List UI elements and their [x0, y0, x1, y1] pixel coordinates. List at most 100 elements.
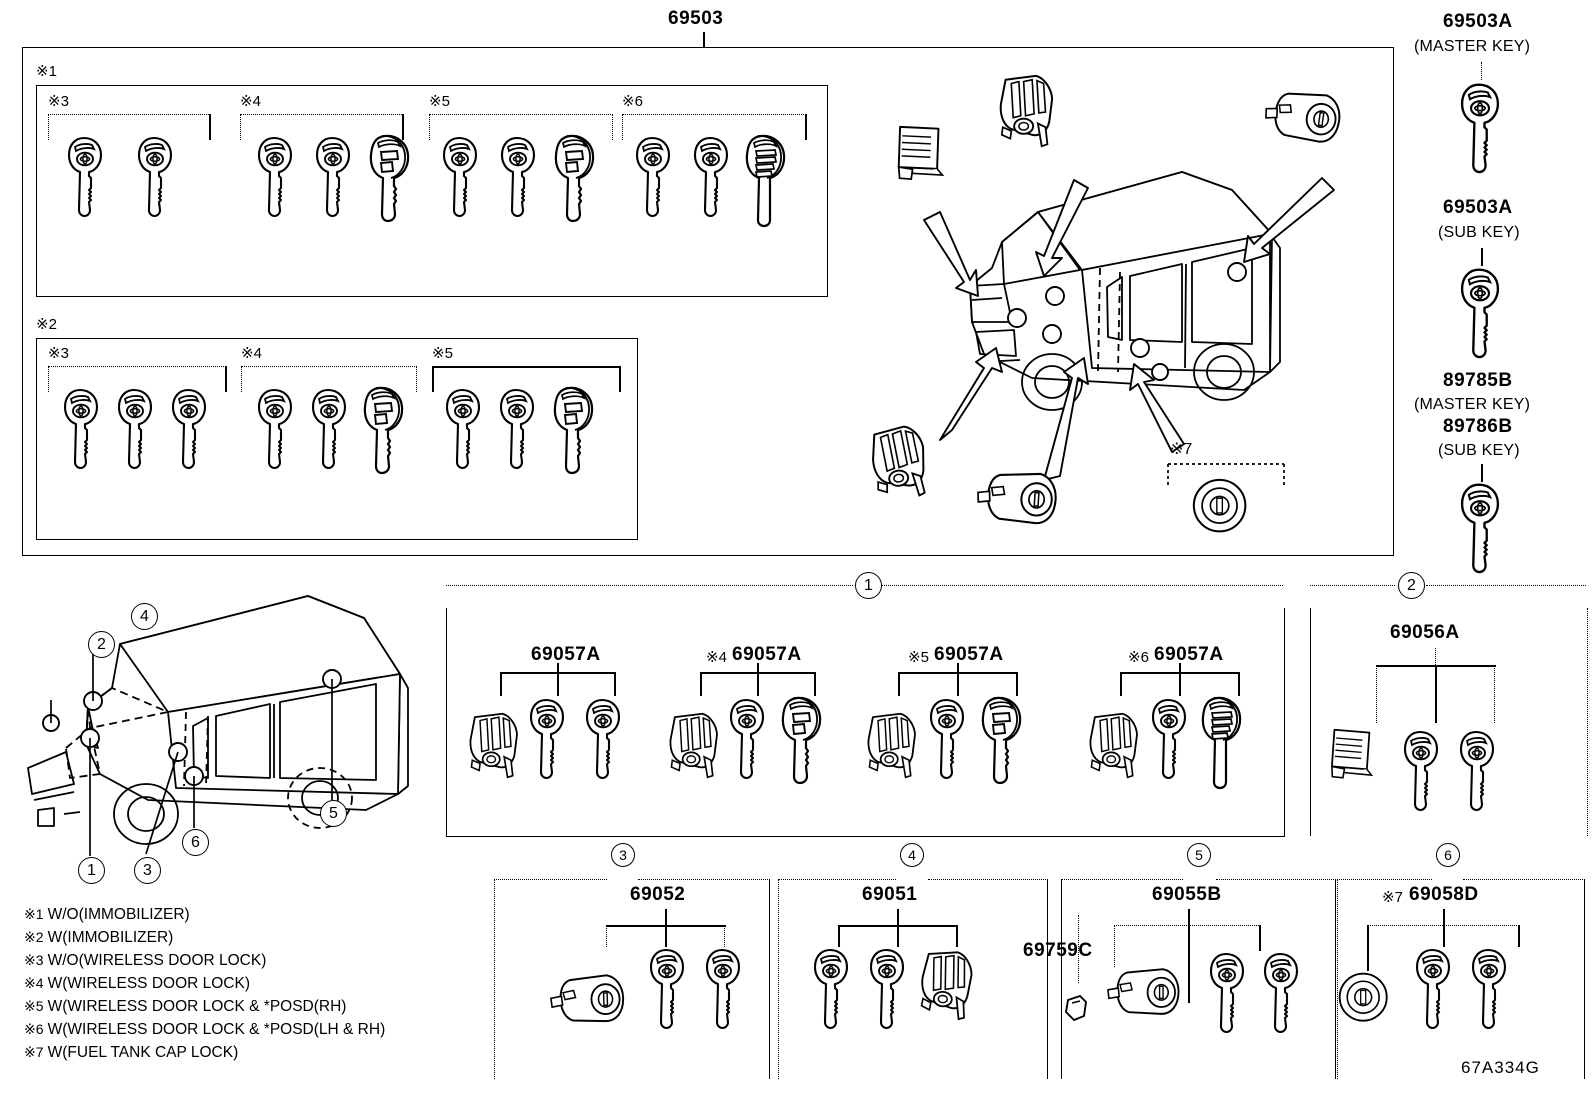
sec6-top-r: [1463, 879, 1583, 880]
right-part-0-desc: (MASTER KEY): [1414, 38, 1531, 55]
mid-items-2: [867, 696, 1022, 785]
section-2-top-rule: [1310, 585, 1395, 586]
bottom-marker-3: ※7: [1382, 889, 1403, 906]
group-marker-1: ※1: [36, 63, 57, 80]
mid-marker-3: ※6: [1128, 649, 1149, 666]
sec3-top-l: [494, 879, 607, 880]
top-box-part-number: 69503: [668, 8, 724, 29]
callout-circle-4: 4: [900, 843, 924, 867]
legend-item: ※1 W/O(IMMOBILIZER): [24, 903, 385, 926]
sec3-box: [494, 879, 770, 1079]
legend-marker: ※4: [24, 975, 44, 991]
right-part-1-desc: (SUB KEY): [1438, 224, 1520, 241]
exploded-van-diagram: ※7: [867, 74, 1344, 533]
right-part-2-desc: (MASTER KEY): [1414, 396, 1531, 413]
callout-circle-5: 5: [1187, 843, 1211, 867]
right-sec-items: [1322, 721, 1495, 812]
legend-text: W(FUEL TANK CAP LOCK): [47, 1044, 239, 1061]
legend-item: ※4 W(WIRELESS DOOR LOCK): [24, 972, 385, 995]
mid-bracket-2: [898, 663, 1018, 696]
legend-marker: ※1: [24, 906, 44, 922]
vehicle-callout-3: 3: [134, 857, 161, 884]
callout-circle-1: 1: [855, 572, 882, 599]
subgroup-marker-2-5: ※5: [432, 345, 453, 362]
legend-text: W/O(WIRELESS DOOR LOCK): [47, 952, 267, 969]
legend-text: W(WIRELESS DOOR LOCK & *POSD(LH & RH): [47, 1021, 386, 1038]
legend-list: ※1 W/O(IMMOBILIZER) ※2 W(IMMOBILIZER) ※3…: [24, 903, 385, 1064]
vehicle-reference-diagram: [27, 595, 409, 856]
vehicle-callout-5: 5: [320, 800, 347, 827]
mid-bracket-3: [1120, 663, 1240, 696]
legend-item: ※3 W/O(WIRELESS DOOR LOCK): [24, 949, 385, 972]
right-leader-2: [1481, 464, 1483, 482]
vehicle-callout-2: 2: [88, 631, 115, 658]
mid-part-3-number: 69057A: [1154, 644, 1224, 665]
bracket-2-4: [241, 366, 417, 392]
right-sec-bracket: [1376, 648, 1496, 723]
mid-items-1: [669, 696, 822, 785]
subgroup-marker-2-4: ※4: [241, 345, 262, 362]
bracket-2-3: [48, 366, 227, 392]
section-1-box: [446, 608, 1285, 837]
sec5-box: [1061, 879, 1336, 1079]
bracket-1-5: [429, 114, 613, 140]
legend-text: W(WIRELESS DOOR LOCK & *POSD(RH): [47, 998, 347, 1015]
right-key-0: [1460, 83, 1500, 174]
mid-part-0-number: 69057A: [531, 644, 601, 665]
right-part-2-desc-2: (SUB KEY): [1438, 442, 1520, 459]
mid-items-3: [1089, 696, 1242, 790]
group-box-1: [36, 85, 828, 297]
section-1-top-rule: [446, 585, 853, 586]
diagram-code: 67A334G: [1461, 1058, 1540, 1077]
legend-marker: ※6: [24, 1021, 44, 1037]
bottom-items-1: [813, 948, 974, 1030]
right-part-1-number: 69503A: [1443, 197, 1513, 218]
right-part-2-number: 89785B: [1443, 370, 1513, 391]
callout-circle-3: 3: [611, 843, 635, 867]
bracket-1-3: [48, 114, 211, 140]
subgroup-marker-1-4: ※4: [240, 93, 261, 110]
sec4-bracket: [838, 909, 958, 947]
sec3-top-r: [638, 879, 768, 880]
legend-marker: ※3: [24, 952, 44, 968]
keys-1-5: [442, 134, 595, 223]
bottom-part-1-number: 69051: [862, 884, 918, 905]
bottom-items-0: [549, 948, 741, 1030]
mid-part-2-number: 69057A: [934, 644, 1004, 665]
legend-item: ※5 W(WIRELESS DOOR LOCK & *POSD(RH): [24, 995, 385, 1018]
legend-item: ※6 W(WIRELESS DOOR LOCK & *POSD(LH & RH): [24, 1018, 385, 1041]
bottom-part-2-number: 69055B: [1152, 884, 1222, 905]
bottom-part-3-number: 69058D: [1409, 884, 1479, 905]
sec6-bracket: [1367, 909, 1520, 971]
top-main-box: [22, 47, 1394, 556]
keys-2-3: [63, 388, 207, 470]
legend-text: W(WIRELESS DOOR LOCK): [47, 975, 251, 992]
right-leader-0: [1481, 62, 1482, 80]
bottom-items-2: [1065, 952, 1299, 1034]
bracket-1-4: [240, 114, 404, 140]
bottom-part-0-number: 69052: [630, 884, 686, 905]
callout-circle-2: 2: [1398, 572, 1425, 599]
group-marker-2: ※2: [36, 316, 57, 333]
right-key-2: [1460, 483, 1500, 574]
sec5-bracket: [1114, 909, 1261, 1003]
section-2-top-rule-r: [1426, 585, 1586, 586]
sec4-top-r: [928, 879, 1046, 880]
section-1-top-rule-r: [882, 585, 1283, 586]
bracket-2-5: [432, 366, 621, 392]
legend-item: ※7 W(FUEL TANK CAP LOCK): [24, 1041, 385, 1064]
right-key-1: [1460, 268, 1500, 359]
vehicle-callout-6: 6: [182, 829, 209, 856]
callout-circle-6: 6: [1436, 843, 1460, 867]
sec5-extra-leader: [1078, 915, 1079, 983]
right-sec-part-number: 69056A: [1390, 622, 1460, 643]
bottom-items-3: [1338, 948, 1507, 1030]
subgroup-marker-1-5: ※5: [429, 93, 450, 110]
sec6-top-l: [1337, 879, 1432, 880]
subgroup-marker-1-6: ※6: [622, 93, 643, 110]
right-part-2-number-2: 89786B: [1443, 416, 1513, 437]
mid-marker-2: ※5: [908, 649, 929, 666]
legend-marker: ※7: [24, 1044, 44, 1060]
legend-item: ※2 W(IMMOBILIZER): [24, 926, 385, 949]
legend-text: W(IMMOBILIZER): [47, 929, 174, 946]
